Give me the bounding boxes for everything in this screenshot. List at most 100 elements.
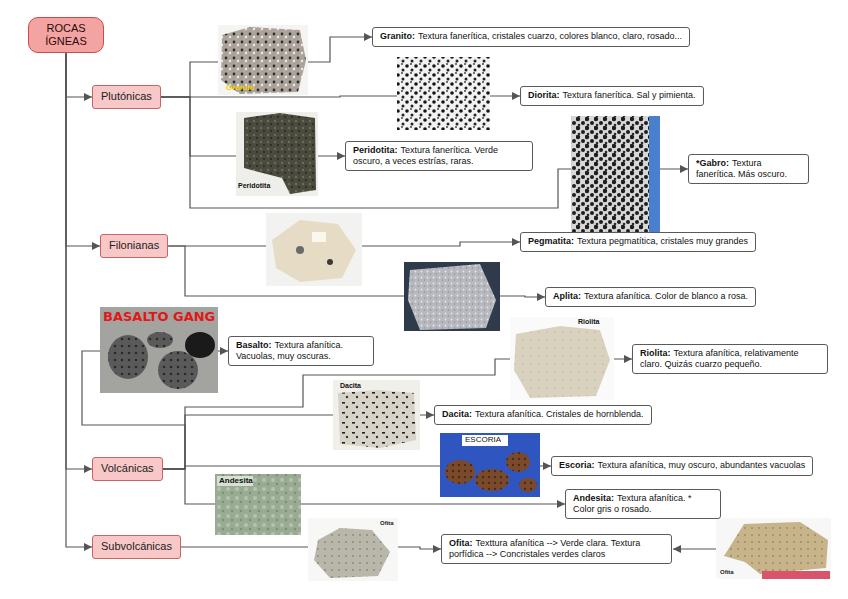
rock-sample — [724, 522, 828, 574]
rock-name: Peridotita: — [353, 145, 398, 155]
rock-sample — [397, 57, 490, 130]
photo-caption: Ofita — [720, 569, 734, 576]
gabbro-photo — [571, 116, 660, 232]
rhyolite-photo — [510, 317, 614, 400]
rock-sample — [221, 27, 306, 94]
rock-sample — [408, 264, 496, 330]
crystal — [312, 232, 326, 242]
basalt-photo — [100, 307, 218, 393]
rock-sample — [108, 335, 148, 379]
rock-box: Aplita:Textura afanítica. Color de blanc… — [545, 287, 756, 306]
rock-sample — [244, 113, 316, 194]
rock-name: *Gabro: — [696, 158, 729, 168]
rock-name: Granito: — [380, 31, 415, 41]
dacite-photo — [333, 380, 420, 450]
pegmatite-photo — [266, 213, 362, 286]
rock-box: Peridotita:Textura fanerítica. Verde osc… — [345, 141, 533, 172]
rock-box: Pegmatita:Textura pegmatítica, cristales… — [520, 232, 756, 251]
rock-name: Aplita: — [553, 291, 581, 301]
rock-name: Andesita: — [573, 493, 614, 503]
andesite-photo — [215, 474, 301, 535]
rock-name: Dacita: — [442, 409, 472, 419]
photo-caption: BASALTO GANG — [103, 310, 215, 324]
rock-sample — [185, 332, 215, 358]
photo-ground — [716, 518, 831, 579]
granite-photo — [218, 25, 308, 95]
rock-name: Ofita: — [449, 538, 473, 548]
photo-ground — [510, 317, 614, 400]
rock-box: Ofita:Texttura afanítica --> Verde clara… — [441, 534, 672, 565]
photo-caption: Dacita — [340, 382, 361, 390]
rock-sample — [158, 351, 198, 389]
box-text: Textura afanítica. Color de blanco a ros… — [584, 291, 748, 301]
scoria-photo — [440, 433, 540, 497]
rock-sample — [215, 474, 301, 535]
connector — [66, 53, 92, 547]
photo-ground — [404, 262, 500, 331]
box-text: Plutónicas — [101, 90, 152, 102]
box-text: Textura afanítica. Cristales de hornblen… — [475, 409, 644, 419]
box-text: Volcánicas — [101, 462, 154, 474]
photo-ground — [266, 213, 362, 286]
rock-sample — [519, 478, 537, 492]
photo-ground — [440, 433, 540, 497]
box-text: Textura fanerítica. Sal y pimienta. — [563, 90, 696, 100]
connector — [66, 53, 92, 469]
rock-sample — [506, 452, 530, 472]
photo-caption: ESCORIA — [465, 436, 501, 445]
box-text: Textura afanítica, muy oscuro, abundante… — [598, 460, 806, 470]
rock-sample — [514, 326, 610, 398]
box-text: ROCAS ÍGNEAS — [45, 22, 87, 47]
photo-ground — [649, 116, 660, 232]
rock-sample — [147, 332, 173, 348]
rock-box: Diorita:Textura fanerítica. Sal y pimien… — [520, 86, 704, 105]
rock-sample — [445, 460, 475, 484]
rock-name: Basalto: — [236, 340, 272, 350]
rock-name: Diorita: — [528, 90, 560, 100]
photo-ground — [762, 571, 830, 579]
connector — [66, 53, 92, 97]
crystal — [296, 246, 304, 254]
crystal — [327, 259, 333, 265]
connector — [66, 53, 100, 246]
box-text: Texttura afanítica --> Verde clara. Text… — [449, 538, 640, 559]
rock-sample — [475, 469, 509, 491]
rock-box: Escoria:Textura afanítica, muy oscuro, a… — [551, 456, 813, 475]
label-tag — [217, 476, 253, 486]
peridotite-photo — [236, 112, 318, 196]
rock-box: *Gabro:Textura fanerítica. Más oscuro. — [688, 154, 809, 185]
rock-name: Pegmatita: — [528, 236, 574, 246]
photo-caption: Andesita — [219, 477, 253, 486]
photo-arrow — [673, 548, 716, 549]
photo-ground — [100, 307, 218, 393]
photo-ground — [236, 112, 318, 196]
rock-box: Granito:Textura fanerítica, cristales cu… — [372, 27, 690, 46]
rock-sample — [272, 220, 356, 282]
category-box: Filonianas — [100, 234, 168, 257]
rock-box: Andesita:Textura afanítica. * Color gris… — [565, 489, 721, 520]
box-text: Textura pegmatítica, cristales muy grand… — [577, 236, 748, 246]
photo-caption: Ofita — [380, 520, 394, 527]
rock-sample — [314, 528, 390, 578]
rock-sample — [571, 116, 660, 232]
diorite-photo — [397, 57, 490, 130]
rock-box: Riolita:Textura afanítica, relativamente… — [632, 344, 828, 375]
ophite-photo — [716, 518, 831, 579]
rock-sample — [338, 390, 416, 448]
box-text: Textura fanerítica, cristales cuarzo, co… — [418, 31, 682, 41]
photo-ground — [308, 518, 398, 581]
rock-name: Escoria: — [559, 460, 595, 470]
rock-box: Dacita:Textura afanítica. Cristales de h… — [434, 405, 652, 424]
box-text: Filonianas — [109, 239, 159, 251]
aplite-photo — [404, 262, 500, 331]
photo-caption: Riolita — [578, 318, 599, 326]
label-tag — [462, 435, 508, 446]
rock-box: Basalto:Textura afanítica. Vacuolas, muy… — [228, 336, 374, 367]
category-box: Plutónicas — [92, 85, 161, 108]
category-box: Volcánicas — [92, 457, 163, 480]
category-box: Subvolcánicas — [92, 535, 181, 558]
box-text: Subvolcánicas — [101, 540, 172, 552]
rock-name: Riolita: — [640, 348, 671, 358]
ophite-photo — [308, 518, 398, 581]
